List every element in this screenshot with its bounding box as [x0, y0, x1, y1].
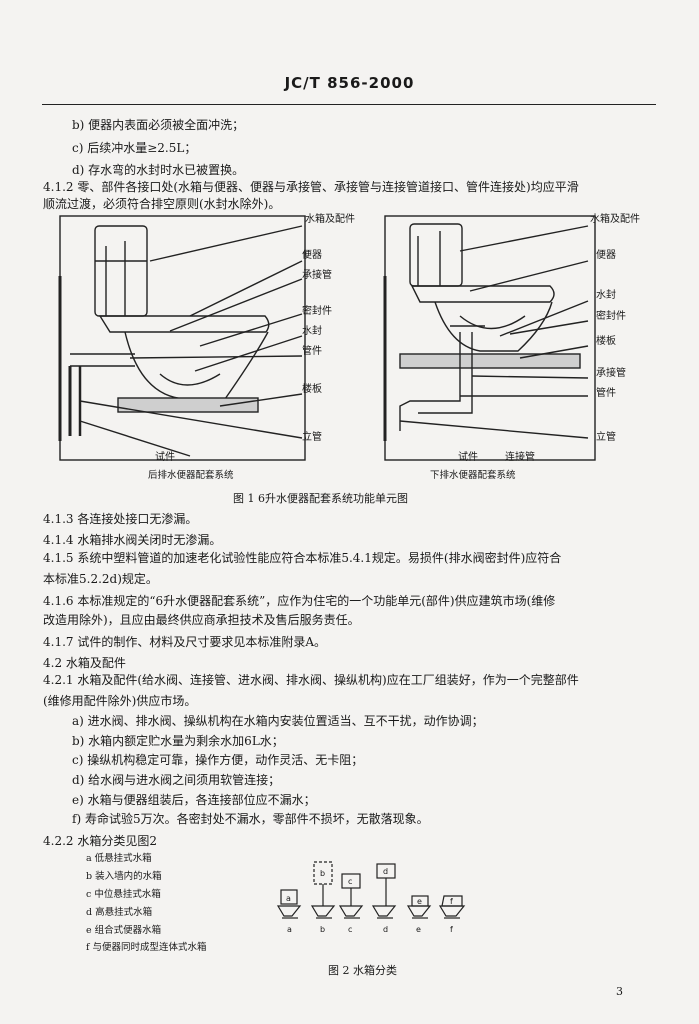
- text-line: f) 寿命试验5万次。各密封处不漏水，零部件不损坏，无散落现象。: [72, 812, 429, 826]
- figure-1-drawing: 水箱及配件 便器 承接管 密封件 水封 管件 楼板 立管 试件 水箱及配件 便器…: [58, 212, 640, 481]
- box-letter-e: e: [417, 897, 422, 906]
- under-letter-b: b: [320, 925, 325, 934]
- left-seat: [98, 315, 270, 333]
- text-line: 4.1.5 系统中塑料管道的加速老化试验性能应符合本标准5.4.1规定。易损件(…: [43, 551, 562, 565]
- left-frame: [59, 215, 306, 461]
- text-line: b) 便器内表面必须被全面冲洗；: [72, 118, 245, 132]
- right-label-socket: 承接管: [596, 366, 626, 379]
- left-label-socket: 承接管: [302, 268, 332, 281]
- right-floor-slab: [399, 353, 581, 369]
- right-label-riser: 立管: [596, 430, 616, 443]
- text-line: c) 后续冲水量≥2.5L；: [72, 141, 197, 155]
- left-label-bowl: 便器: [302, 248, 322, 261]
- right-frame: [384, 215, 596, 461]
- left-label-specimen: 试件: [155, 450, 175, 463]
- left-label-tank: 水箱及配件: [305, 212, 355, 225]
- text-line: (维修用配件除外)供应市场。: [43, 694, 197, 708]
- figure-2-drawing: a b c d e f a b c d e f: [276, 861, 466, 934]
- legend-item-b: b 装入墙内的水箱: [86, 871, 162, 882]
- figure-1-caption: 图 1 6升水便器配套系统功能单元图: [233, 492, 408, 505]
- figure-2: a b c d e f a b c d e f: [270, 856, 480, 936]
- text-line: e) 水箱与便器组装后，各连接部位应不漏水；: [72, 793, 316, 807]
- right-label-fitting: 管件: [596, 386, 616, 399]
- header-rule: [42, 104, 656, 105]
- section-heading: 4.2 水箱及配件: [43, 656, 126, 670]
- left-label-water-seal: 水封: [302, 324, 322, 337]
- legend-item-d: d 高悬挂式水箱: [86, 907, 153, 918]
- box-letter-d: d: [383, 867, 388, 876]
- right-seat: [410, 285, 555, 303]
- right-label-tank: 水箱及配件: [590, 212, 640, 225]
- right-label-slab: 楼板: [596, 334, 616, 347]
- text-line: 4.2.1 水箱及配件(给水阀、连接管、进水阀、排水阀、操纵机构)应在工厂组装好…: [43, 673, 579, 687]
- right-label-water-seal: 水封: [596, 288, 616, 301]
- left-label-seal: 密封件: [302, 304, 332, 317]
- text-line: 4.2.2 水箱分类见图2: [43, 834, 157, 848]
- standard-number-header: JC/T 856-2000: [284, 74, 415, 92]
- right-label-specimen: 试件: [458, 450, 478, 463]
- text-line: d) 存水弯的水封时水已被置换。: [72, 163, 245, 177]
- text-line: 4.1.3 各连接处接口无渗漏。: [43, 512, 198, 526]
- figure-1: 水箱及配件 便器 承接管 密封件 水封 管件 楼板 立管 试件 水箱及配件 便器…: [40, 206, 660, 491]
- text-line: 4.1.7 试件的制作、材料及尺寸要求见本标准附录A。: [43, 635, 327, 649]
- text-line: 顺流过渡，必须符合排空原则(水封水除外)。: [43, 197, 281, 211]
- under-letter-d: d: [383, 925, 388, 934]
- box-letter-f: f: [450, 897, 453, 906]
- right-subtitle: 下排水便器配套系统: [430, 469, 516, 481]
- legend-item-c: c 中位悬挂式水箱: [86, 889, 161, 900]
- legend-item-f: f 与便器同时成型连体式水箱: [86, 942, 207, 953]
- left-label-riser: 立管: [302, 430, 322, 443]
- figure-2-caption: 图 2 水箱分类: [328, 964, 397, 977]
- legend-item-e: e 组合式便器水箱: [86, 925, 162, 936]
- under-letter-a: a: [287, 925, 292, 934]
- text-line: 4.1.4 水箱排水阀关闭时无渗漏。: [43, 533, 222, 547]
- left-label-fitting: 管件: [302, 344, 322, 357]
- right-label-bowl: 便器: [596, 248, 616, 261]
- text-line: b) 水箱内额定贮水量为剩余水加6L水；: [72, 734, 284, 748]
- left-tank: [94, 225, 148, 317]
- text-line: a) 进水阀、排水阀、操纵机构在水箱内安装位置适当、互不干扰，动作协调；: [72, 714, 484, 728]
- box-letter-c: c: [348, 877, 352, 886]
- left-label-slab: 楼板: [302, 382, 322, 395]
- under-letter-f: f: [450, 925, 453, 934]
- legend-item-a: a 低悬挂式水箱: [86, 853, 152, 864]
- text-line: 4.1.6 本标准规定的“6升水便器配套系统”，应作为住宅的一个功能单元(部件)…: [43, 594, 556, 608]
- box-letter-b: b: [320, 869, 325, 878]
- under-letter-c: c: [348, 925, 352, 934]
- right-label-seal: 密封件: [596, 309, 626, 322]
- text-line: d) 给水阀与进水阀之间须用软管连接；: [72, 773, 281, 787]
- left-floor-slab: [117, 397, 259, 413]
- right-label-connector: 连接管: [505, 450, 535, 463]
- text-line: 改造用除外)，且应由最终供应商承担技术及售后服务责任。: [43, 613, 360, 627]
- box-letter-a: a: [286, 894, 291, 903]
- left-subtitle: 后排水便器配套系统: [148, 469, 234, 481]
- page-number: 3: [616, 985, 623, 998]
- text-line: 本标准5.2.2d)规定。: [43, 572, 158, 586]
- text-line: 4.1.2 零、部件各接口处(水箱与便器、便器与承接管、承接管与连接管道接口、管…: [43, 180, 579, 194]
- text-line: c) 操纵机构稳定可靠，操作方便，动作灵活、无卡阻；: [72, 753, 364, 767]
- under-letter-e: e: [416, 925, 421, 934]
